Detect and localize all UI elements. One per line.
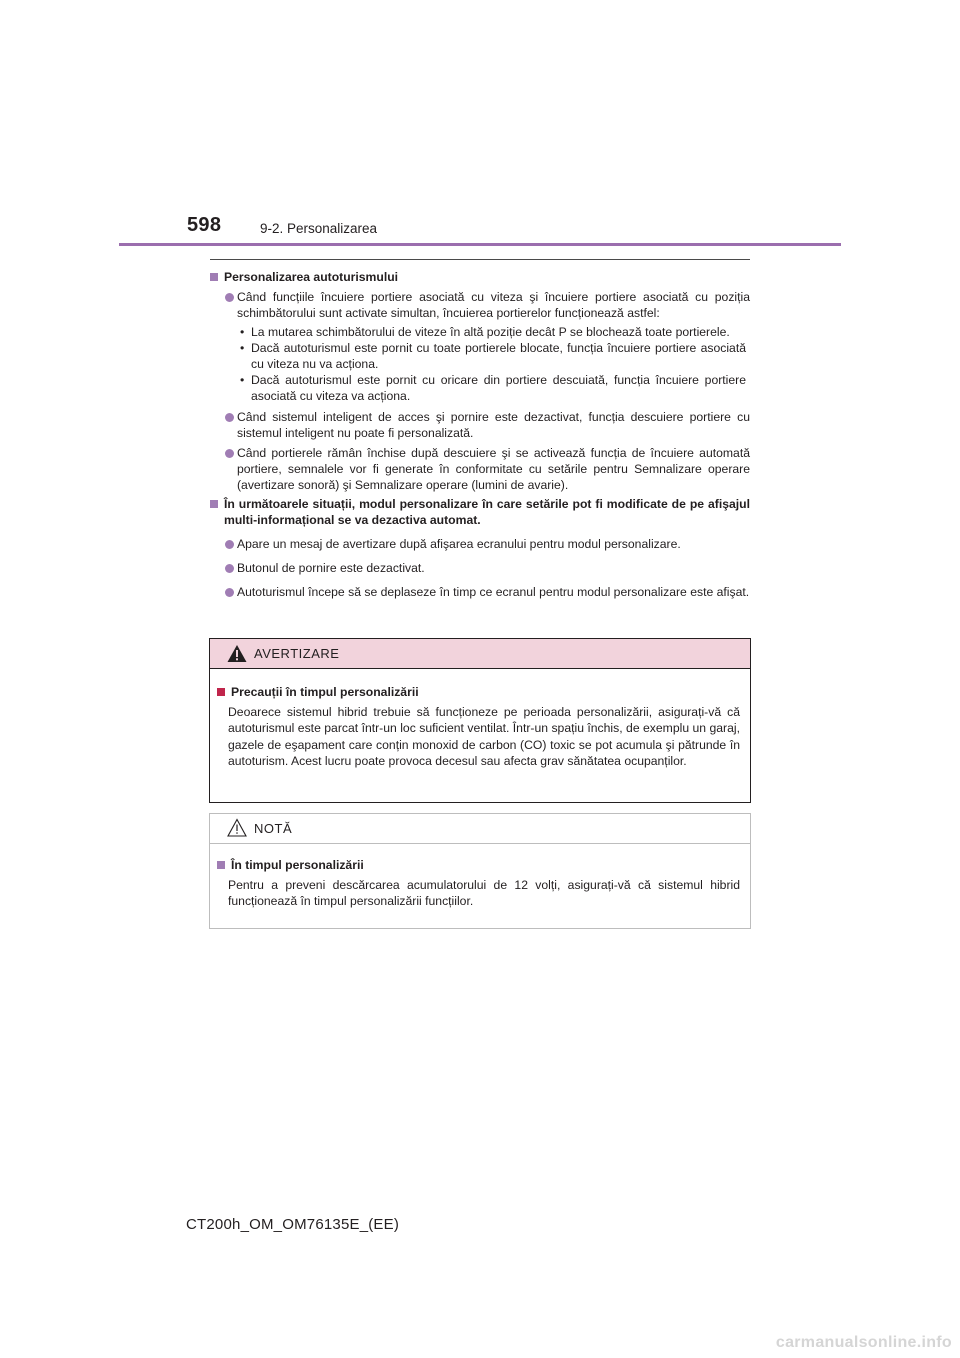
heading-text: Personalizarea autoturismului — [224, 270, 399, 284]
note-box: NOTĂ În timpul personalizării Pentru a p… — [209, 813, 751, 929]
square-bullet-icon — [210, 499, 218, 508]
sub-list-item: • Dacă autoturismul este pornit cu orica… — [210, 372, 750, 404]
page-number: 598 — [187, 214, 222, 236]
round-bullet-icon — [225, 293, 234, 303]
square-bullet-icon — [210, 273, 218, 281]
main-content: Personalizarea autoturismului Când funcț… — [210, 269, 750, 601]
warning-heading: Precauții în timpul personalizării — [217, 684, 740, 700]
round-bullet-icon — [225, 449, 234, 459]
note-heading: În timpul personalizării — [217, 857, 740, 873]
list-item: Când funcțiile încuiere portiere asociat… — [210, 289, 750, 321]
round-bullet-icon — [225, 540, 234, 550]
warning-header: AVERTIZARE — [210, 639, 750, 669]
list-item-text: Butonul de pornire este dezactivat. — [237, 561, 425, 576]
warning-text: Deoarece sistemul hibrid trebuie să func… — [228, 705, 740, 768]
heading-text: În următoarele situații, modul personali… — [224, 496, 750, 527]
square-bullet-icon — [217, 861, 225, 869]
list-item: Autoturismul începe să se deplaseze în t… — [210, 584, 750, 600]
warning-box: AVERTIZARE Precauții în timpul personali… — [209, 638, 751, 803]
middle-dot-icon: • — [240, 340, 245, 355]
sub-list-item-text: Dacă autoturismul este pornit cu oricare… — [251, 373, 746, 404]
list-item: Când sistemul inteligent de acces şi por… — [210, 409, 750, 441]
watermark: carmanualsonline.info — [775, 1334, 952, 1351]
list-item-text: Apare un mesaj de avertizare după afişar… — [237, 537, 681, 552]
caution-triangle-icon — [227, 818, 247, 837]
note-header: NOTĂ — [210, 814, 750, 844]
header-divider — [119, 243, 841, 246]
content-divider — [210, 259, 750, 260]
list-item-text: Când portierele rămân închise după descu… — [237, 446, 750, 493]
sub-list: • La mutarea schimbătorului de viteze în… — [210, 324, 750, 405]
section-heading-auto-disable: În următoarele situații, modul personali… — [210, 496, 750, 528]
heading-text: Precauții în timpul personalizării — [231, 685, 419, 699]
note-body: În timpul personalizării Pentru a preven… — [217, 857, 740, 910]
middle-dot-icon: • — [240, 373, 245, 388]
list-item: Apare un mesaj de avertizare după afişar… — [210, 536, 750, 552]
list-item-text: Autoturismul începe să se deplaseze în t… — [237, 585, 750, 600]
middle-dot-icon: • — [240, 324, 245, 339]
note-text: Pentru a preveni descărcarea acumulatoru… — [228, 878, 740, 909]
sub-list-item: • La mutarea schimbătorului de viteze în… — [210, 324, 750, 340]
document-code: CT200h_OM_OM76135E_(EE) — [186, 1216, 400, 1233]
warning-body: Precauții în timpul personalizării Deoar… — [217, 684, 740, 769]
sub-list-item-text: La mutarea schimbătorului de viteze în a… — [251, 324, 730, 339]
sub-list-item: • Dacă autoturismul este pornit cu toate… — [210, 340, 750, 372]
round-bullet-icon — [225, 588, 234, 598]
list-item: Butonul de pornire este dezactivat. — [210, 560, 750, 576]
heading-text: În timpul personalizării — [231, 858, 364, 872]
list-item: Când portierele rămân închise după descu… — [210, 445, 750, 494]
round-bullet-icon — [225, 412, 234, 422]
warning-triangle-icon — [227, 645, 247, 662]
round-bullet-icon — [225, 564, 234, 574]
sub-list-item-text: Dacă autoturismul este pornit cu toate p… — [251, 340, 746, 372]
list-item-text: Când sistemul inteligent de acces şi por… — [237, 409, 750, 440]
section-title: 9-2. Personalizarea — [260, 221, 378, 236]
square-bullet-icon — [217, 688, 225, 696]
list-item-text: Când funcțiile încuiere portiere asociat… — [237, 290, 750, 321]
note-title: NOTĂ — [254, 821, 293, 836]
section-heading-customization: Personalizarea autoturismului — [210, 269, 750, 285]
warning-title: AVERTIZARE — [254, 646, 340, 661]
